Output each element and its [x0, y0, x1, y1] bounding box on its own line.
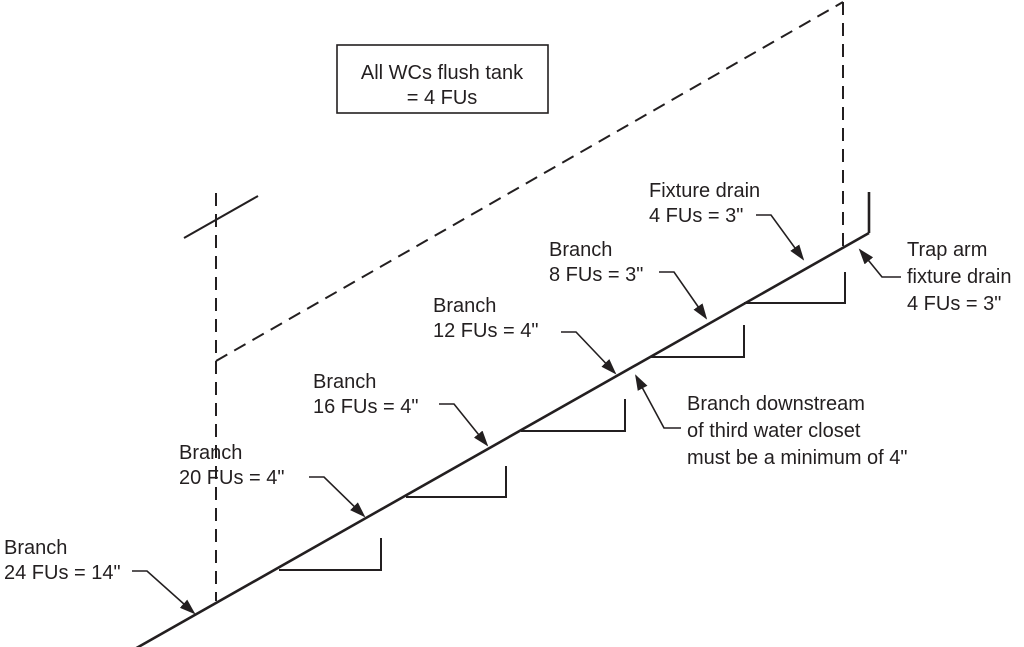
label-branch-12-line-2: 12 FUs = 4": [433, 320, 538, 342]
vent-dashed-line-diagonal: [215, 1, 844, 362]
label-branch-16-line-2: 16 FUs = 4": [313, 396, 418, 418]
label-trap-arm-line-1: Trap arm: [907, 239, 987, 261]
label-branch-20-line-2: 20 FUs = 4": [179, 467, 284, 489]
fixture-step-5: [744, 272, 846, 304]
leader-fixture-drain-arrow: [756, 214, 805, 261]
fixture-step-3: [521, 399, 626, 432]
leader-branch-8-arrow: [659, 271, 708, 320]
leader-branch-24-arrow: [132, 570, 196, 615]
label-branch-24-line-2: 24 FUs = 14": [4, 562, 121, 584]
label-branch-downstream-note: Branch downstream of third water closet …: [687, 393, 908, 469]
label-branch-16fus: Branch 16 FUs = 4": [313, 371, 418, 418]
label-note-line-1: Branch downstream: [687, 393, 865, 415]
label-branch-8-line-2: 8 FUs = 3": [549, 264, 643, 286]
leader-branch-20-arrow: [309, 476, 366, 518]
title-box-line-1: All WCs flush tank: [361, 62, 524, 84]
label-branch-24fus: Branch 24 FUs = 14": [4, 537, 121, 584]
label-branch-16-line-1: Branch: [313, 371, 376, 393]
label-fixture-drain-line-2: 4 FUs = 3": [649, 205, 743, 227]
label-note-line-2: of third water closet: [687, 420, 861, 442]
label-branch-20fus: Branch 20 FUs = 4": [179, 442, 284, 489]
leader-branch-16-arrow: [439, 403, 489, 447]
label-branch-8-line-1: Branch: [549, 239, 612, 261]
label-branch-12fus: Branch 12 FUs = 4": [433, 295, 538, 342]
title-box-line-2: = 4 FUs: [407, 87, 478, 109]
fixture-step-2: [406, 466, 507, 498]
label-note-line-3: must be a minimum of 4": [687, 447, 908, 469]
fixture-step-4: [650, 325, 745, 358]
label-fixture-drain-line-1: Fixture drain: [649, 180, 760, 202]
leader-branch-12-arrow: [561, 331, 617, 375]
leader-trap-arm-arrow: [858, 248, 901, 278]
label-branch-12-line-1: Branch: [433, 295, 496, 317]
title-box: [336, 44, 549, 114]
leader-note-arrow: [635, 374, 681, 429]
fixture-step-1: [279, 538, 382, 571]
label-branch-8fus: Branch 8 FUs = 3": [549, 239, 643, 286]
label-trap-arm: Trap arm fixture drain 4 FUs = 3": [907, 239, 1012, 315]
label-trap-arm-line-2: fixture drain: [907, 266, 1012, 288]
label-branch-24-line-1: Branch: [4, 537, 67, 559]
label-trap-arm-line-3: 4 FUs = 3": [907, 293, 1001, 315]
label-branch-20-line-1: Branch: [179, 442, 242, 464]
break-mark: [183, 195, 259, 239]
label-fixture-drain: Fixture drain 4 FUs = 3": [649, 180, 760, 227]
